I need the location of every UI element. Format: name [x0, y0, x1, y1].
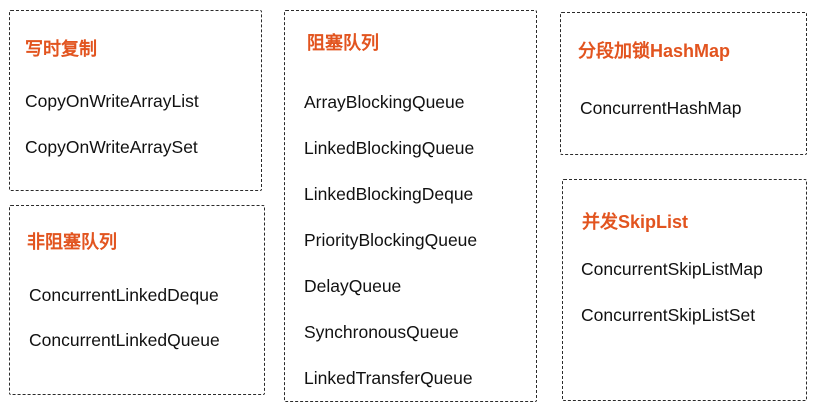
- non-blocking-queue-title: 非阻塞队列: [27, 232, 117, 252]
- list-item: ConcurrentLinkedDeque: [29, 285, 219, 305]
- skip-list-title: 并发SkipList: [582, 212, 689, 232]
- copy-on-write-title: 写时复制: [25, 39, 97, 59]
- list-item: ConcurrentSkipListSet: [581, 305, 756, 325]
- list-item: ArrayBlockingQueue: [304, 92, 465, 112]
- list-item: ConcurrentSkipListMap: [581, 259, 763, 279]
- blocking-queue-group: 阻塞队列 ArrayBlockingQueue LinkedBlockingQu…: [284, 10, 537, 402]
- list-item: ConcurrentLinkedQueue: [29, 330, 220, 350]
- copy-on-write-group: 写时复制 CopyOnWriteArrayList CopyOnWriteArr…: [9, 10, 262, 191]
- list-item: DelayQueue: [304, 276, 402, 296]
- list-item: LinkedBlockingDeque: [304, 184, 474, 204]
- segment-lock-hashmap-group: 分段加锁HashMap ConcurrentHashMap: [560, 12, 807, 155]
- list-item: LinkedBlockingQueue: [304, 138, 475, 158]
- list-item: ConcurrentHashMap: [580, 98, 742, 118]
- blocking-queue-title: 阻塞队列: [307, 33, 379, 53]
- list-item: LinkedTransferQueue: [304, 368, 473, 388]
- list-item: CopyOnWriteArraySet: [25, 137, 198, 157]
- list-item: PriorityBlockingQueue: [304, 230, 478, 250]
- list-item: SynchronousQueue: [304, 322, 459, 342]
- list-item: CopyOnWriteArrayList: [25, 91, 199, 111]
- skip-list-group: 并发SkipList ConcurrentSkipListMap Concurr…: [562, 179, 807, 401]
- segment-lock-hashmap-title: 分段加锁HashMap: [578, 41, 731, 61]
- non-blocking-queue-group: 非阻塞队列 ConcurrentLinkedDeque ConcurrentLi…: [9, 205, 265, 395]
